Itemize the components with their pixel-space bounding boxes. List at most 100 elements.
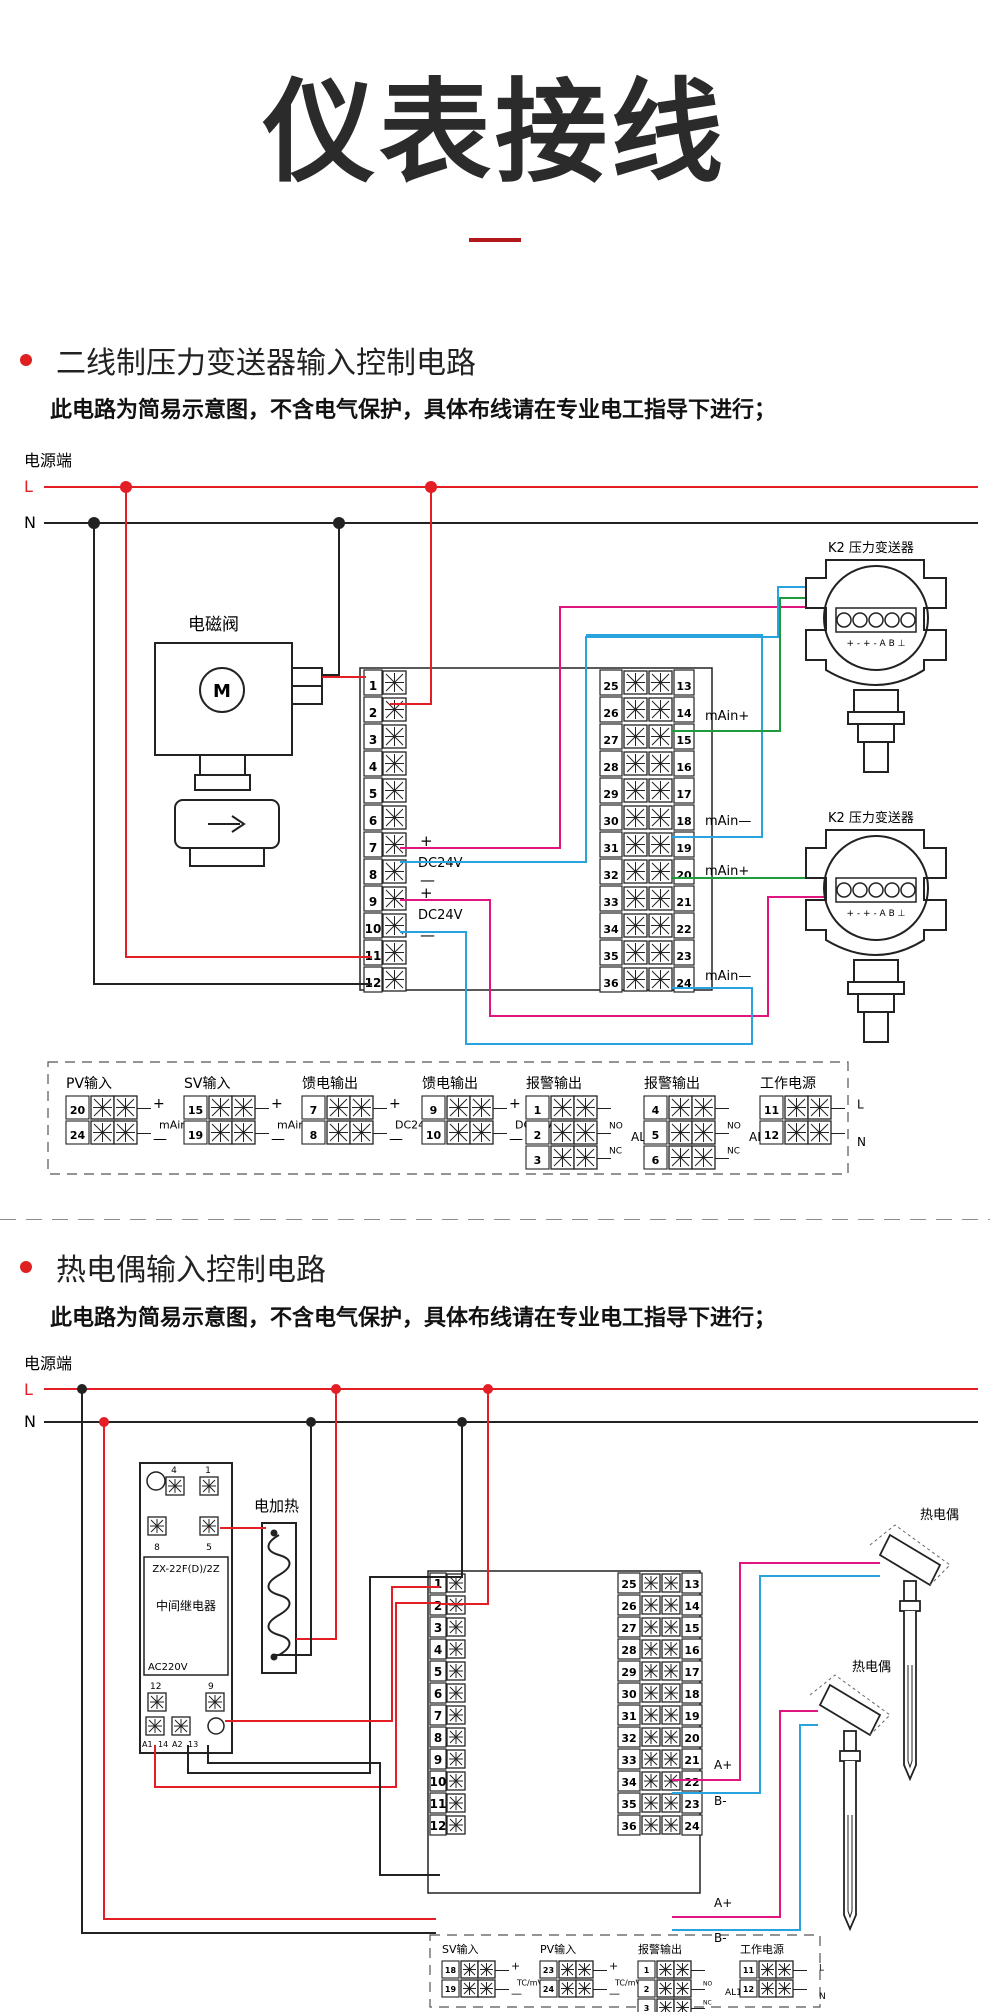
magenta-wire (400, 606, 862, 849)
terminal-number-box (363, 669, 383, 696)
terminal-number: 20 (70, 1104, 86, 1117)
terminal-number: 27 (603, 734, 618, 747)
screw-icon (868, 612, 884, 628)
feed-dc-label: DC24V (418, 908, 463, 923)
terminal-number: 36 (603, 977, 619, 990)
terminal-number-box (363, 696, 383, 723)
terminal-number-box (739, 1960, 758, 1979)
terminal-number-box (617, 1770, 641, 1792)
legend-no: NO (727, 1122, 741, 1132)
legend-signal: L (857, 1098, 864, 1112)
terminal-number: 18 (684, 1688, 699, 1701)
terminal-number: 6 (434, 1687, 442, 1701)
ma-minus-label: mAin— (705, 814, 751, 829)
heater-body (261, 1522, 297, 1674)
legend-signal: L (819, 1964, 824, 1974)
legend-nc: NC (703, 2000, 712, 2007)
line-n-label: N (24, 1412, 36, 1431)
terminal-number: 3 (434, 1621, 442, 1635)
legend-signal: N (857, 1135, 866, 1149)
red-wire (103, 1422, 436, 1920)
terminal-number: 5 (652, 1129, 660, 1142)
blue-wire (586, 634, 763, 838)
svg-text:+: + (609, 1959, 618, 1972)
terminal-number: 20 (676, 869, 692, 882)
terminal-number-box (429, 1814, 447, 1836)
valve-terminal (291, 667, 323, 687)
terminal-number: 27 (621, 1622, 636, 1635)
terminal-number-box (363, 831, 383, 858)
terminal-number: 2 (644, 1985, 650, 1994)
terminal-number-box (183, 1095, 208, 1120)
legend-title: 报警输出 (526, 1076, 582, 1092)
black-wire (187, 1422, 463, 1774)
terminal-number: 30 (603, 815, 619, 828)
legend-title: SV输入 (184, 1076, 230, 1092)
thermocouple-head (818, 1683, 882, 1737)
motor-icon (199, 667, 245, 713)
terminal-number-box (599, 858, 623, 885)
terminal-number-box (539, 1960, 558, 1979)
terminal-number: 3 (534, 1154, 542, 1167)
screw-icon (852, 612, 868, 628)
svg-text:+: + (389, 1096, 401, 1112)
terminal-number: 24 (70, 1129, 86, 1142)
terminal-number: 24 (684, 1820, 700, 1833)
line-l-label: L (24, 1380, 33, 1399)
transmitter-pin-labels: + - + - A B ⊥ (847, 909, 906, 919)
terminal-number: 7 (369, 841, 377, 855)
terminal-number-box (441, 1960, 460, 1979)
terminal-number-box (599, 723, 623, 750)
legend-signal: TC/mV (614, 1979, 641, 1988)
terminal-number: 33 (621, 1754, 636, 1767)
legend-signal: N (819, 1992, 826, 2002)
heater-coil-icon (267, 1534, 291, 1656)
terminal-number: 24 (543, 1985, 555, 1994)
blue-wire (672, 1575, 880, 1794)
black-wire (93, 523, 372, 985)
terminal-number-box (681, 1726, 703, 1748)
terminal-number: 15 (188, 1104, 203, 1117)
terminal-number: 18 (676, 815, 691, 828)
terminal-number: 19 (684, 1710, 699, 1723)
blue-wire (672, 1724, 818, 1931)
terminal-number-box (673, 912, 695, 939)
relay-pin-label: A2 (172, 1740, 183, 1749)
relay-voltage: AC220V (148, 1662, 188, 1673)
terminal-number: 28 (621, 1644, 636, 1657)
terminal-number-box (65, 1120, 90, 1145)
valve-base (189, 847, 265, 867)
terminal-number-box (429, 1748, 447, 1770)
terminal-number: 20 (684, 1732, 700, 1745)
terminal-number: 2 (369, 706, 377, 720)
legend-title: 工作电源 (760, 1076, 816, 1092)
feed-dc-label: DC24V (418, 856, 463, 871)
screw-icon (836, 612, 852, 628)
terminal-number-box (637, 1979, 656, 1998)
relay-pin-label: 12 (150, 1682, 161, 1692)
terminal-number-box (617, 1726, 641, 1748)
relay-pin-label: 13 (188, 1740, 198, 1749)
blue-wire (400, 586, 808, 863)
red-wire (440, 1389, 489, 1605)
svg-text:—: — (389, 1132, 403, 1148)
terminal-number: 11 (764, 1104, 779, 1117)
terminal-number: 17 (684, 1666, 699, 1679)
terminal-legend: PV输入2024+—mAinSV输入1519+—mAin馈电输出78+—DC24… (65, 1076, 866, 1170)
title-divider (469, 238, 521, 242)
legend-signal: TC/mV (516, 1979, 543, 1988)
line-n-label: N (24, 513, 36, 532)
valve-label: 电磁阀 (188, 615, 239, 635)
section2-note: 此电路为简易示意图，不含电气保护，具体布线请在专业电工指导下进行； (50, 1306, 777, 1331)
terminal-number-box (599, 939, 623, 966)
ma-minus-label: mAin— (705, 969, 751, 984)
terminal-number-box (599, 831, 623, 858)
terminal-number: 3 (644, 2004, 650, 2012)
svg-text:—: — (609, 1987, 620, 2000)
terminal-number-box (599, 696, 623, 723)
terminal-number-box (617, 1660, 641, 1682)
legend-nc: NC (609, 1147, 622, 1157)
terminal-number: 36 (621, 1820, 637, 1833)
